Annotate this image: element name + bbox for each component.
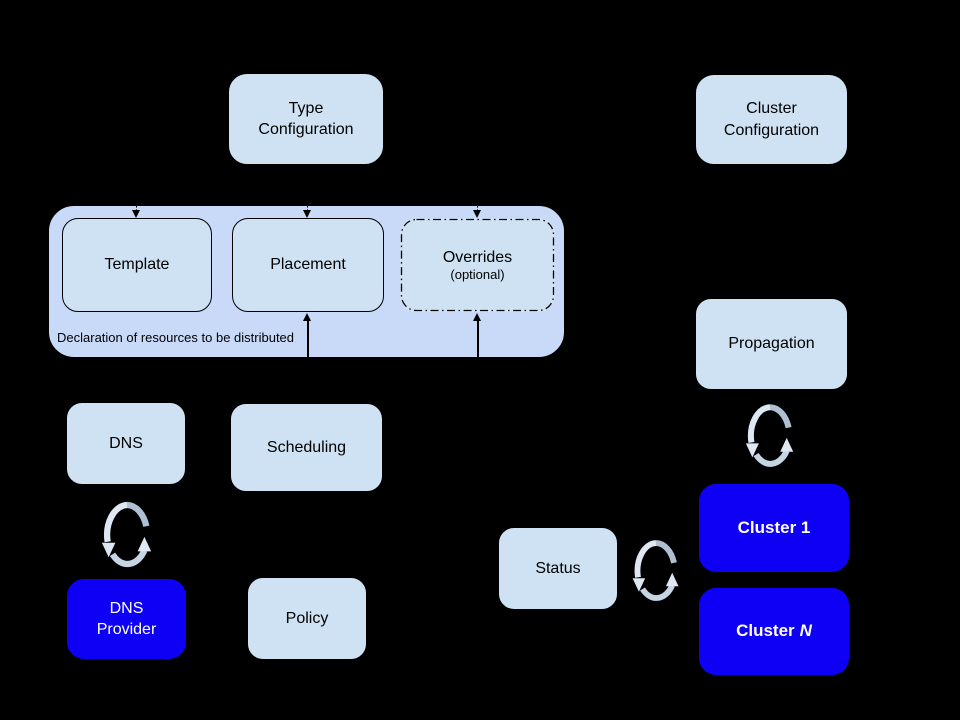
arrow-into-template-head bbox=[132, 210, 140, 218]
node-label: Cluster bbox=[746, 100, 797, 118]
node-label: Cluster 1 bbox=[737, 517, 811, 537]
node-scheduling: Scheduling bbox=[230, 403, 383, 492]
sync-icon bbox=[629, 533, 683, 609]
arrow-into-overrides-head bbox=[473, 210, 481, 218]
node-status: Status bbox=[498, 527, 618, 610]
cluster-n-variable: N bbox=[799, 621, 812, 641]
node-label: Configuration bbox=[723, 121, 820, 139]
node-label: Propagation bbox=[728, 335, 815, 353]
node-label: Scheduling bbox=[266, 438, 347, 456]
node-label: DNS bbox=[109, 599, 144, 617]
node-label: Template bbox=[104, 256, 170, 274]
arrow-up-placement-head bbox=[303, 313, 311, 321]
node-label: Overrides bbox=[442, 249, 513, 267]
node-label: Type bbox=[288, 99, 324, 117]
node-dns-provider: DNS Provider bbox=[66, 578, 187, 660]
node-template: Template bbox=[62, 218, 212, 312]
arrow-up-overrides-head bbox=[473, 313, 481, 321]
sync-icon bbox=[98, 494, 156, 576]
node-policy: Policy bbox=[247, 577, 367, 660]
arrow-into-placement-line bbox=[307, 205, 308, 212]
arrow-into-overrides-line bbox=[477, 205, 478, 212]
node-type-configuration: Type Configuration bbox=[228, 73, 384, 165]
node-label: Policy bbox=[285, 609, 329, 627]
arrow-up-placement-line bbox=[307, 320, 309, 358]
node-label: Configuration bbox=[258, 121, 354, 138]
node-label: Provider bbox=[96, 621, 157, 638]
node-overrides: Overrides (optional) bbox=[400, 218, 555, 312]
node-label: Status bbox=[535, 559, 581, 577]
node-sublabel: (optional) bbox=[450, 267, 505, 283]
arrow-into-placement-head bbox=[303, 210, 311, 218]
node-cluster-configuration: Cluster Configuration bbox=[695, 74, 848, 165]
node-label: Placement bbox=[270, 256, 346, 274]
node-placement: Placement bbox=[232, 218, 384, 312]
node-dns: DNS bbox=[66, 402, 186, 485]
arrow-up-overrides-line bbox=[477, 320, 479, 358]
sync-icon bbox=[740, 397, 800, 475]
node-label: DNS bbox=[109, 434, 143, 452]
arrow-into-template-line bbox=[136, 205, 137, 212]
resource-group-caption: Declaration of resources to be distribut… bbox=[57, 330, 295, 345]
node-propagation: Propagation bbox=[695, 298, 848, 390]
node-cluster-1: Cluster 1 bbox=[698, 483, 850, 573]
